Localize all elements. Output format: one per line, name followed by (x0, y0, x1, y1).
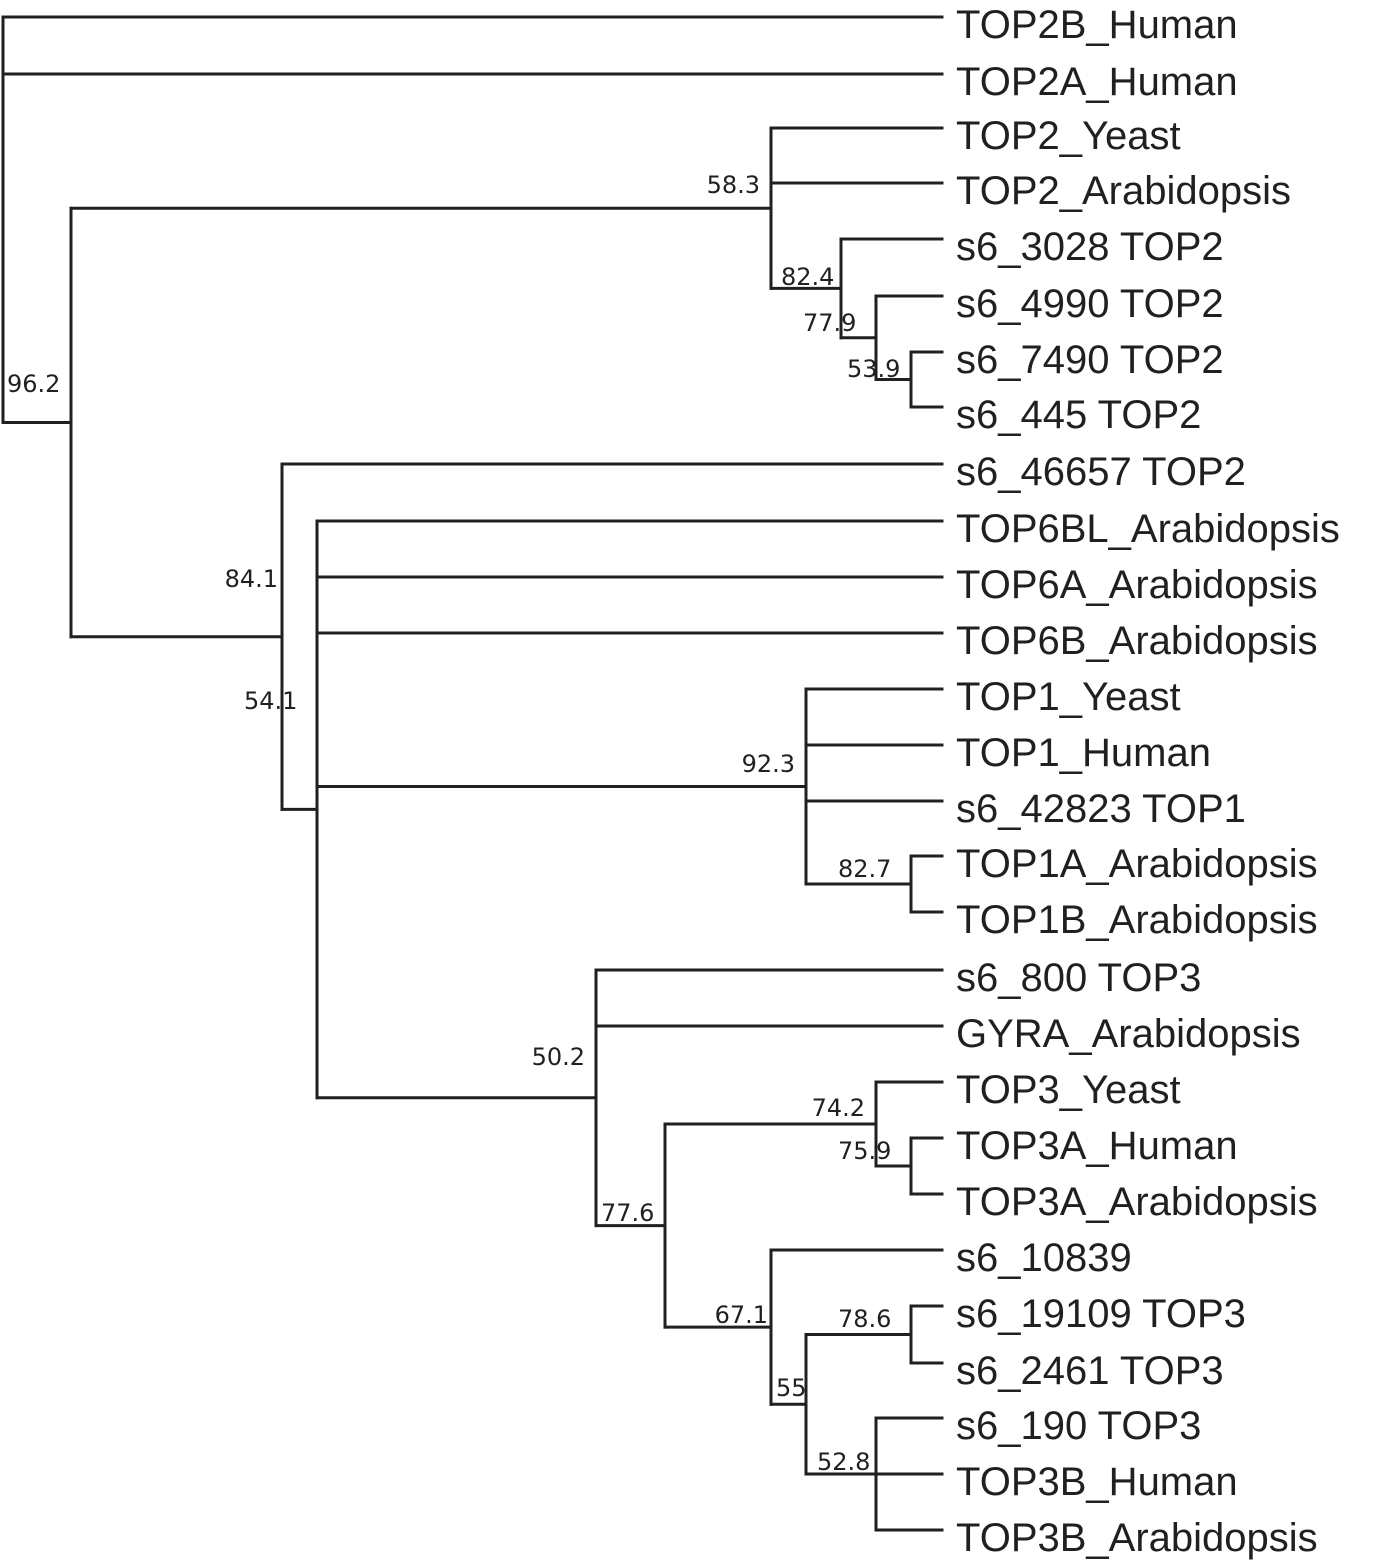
leaf-label: TOP1A_Arabidopsis (956, 842, 1318, 886)
leaf-label: s6_800 TOP3 (956, 956, 1201, 1000)
tree-branches (1, 15, 944, 1532)
leaf-label: TOP3_Yeast (956, 1068, 1181, 1112)
support-value: 77.6 (601, 1199, 654, 1227)
leaf-label: TOP3B_Human (956, 1460, 1238, 1504)
leaf-label: TOP1_Yeast (956, 675, 1181, 719)
leaf-label: s6_445 TOP2 (956, 393, 1201, 437)
support-value: 50.2 (532, 1043, 585, 1071)
support-value: 92.3 (742, 750, 795, 778)
support-value: 75.9 (838, 1137, 891, 1165)
support-value: 58.3 (707, 171, 760, 199)
leaf-label: TOP2B_Human (956, 3, 1238, 47)
leaf-label: TOP1B_Arabidopsis (956, 898, 1318, 942)
support-value: 84.1 (225, 565, 278, 593)
leaf-label: TOP6BL_Arabidopsis (956, 507, 1340, 551)
support-value: 53.9 (847, 355, 900, 383)
leaf-label: TOP3A_Arabidopsis (956, 1180, 1318, 1224)
leaf-label: s6_10839 (956, 1236, 1132, 1280)
support-values: 53.9 77.9 82.4 58.3 82.7 92.3 75.9 74.2 78.6 52.8… (7, 171, 900, 1476)
leaf-label: s6_4990 TOP2 (956, 282, 1224, 326)
leaf-label: TOP3A_Human (956, 1124, 1238, 1168)
leaf-label: TOP6B_Arabidopsis (956, 619, 1318, 663)
support-value: 82.4 (781, 263, 834, 291)
support-value: 55 (776, 1374, 807, 1402)
support-value: 52.8 (817, 1448, 870, 1476)
leaf-label: s6_2461 TOP3 (956, 1349, 1224, 1393)
leaf-label: s6_190 TOP3 (956, 1404, 1201, 1448)
leaf-label: GYRA_Arabidopsis (956, 1012, 1301, 1056)
leaf-label: TOP2_Arabidopsis (956, 169, 1291, 213)
support-value: 67.1 (715, 1301, 768, 1329)
support-value: 74.2 (812, 1094, 865, 1122)
leaf-label: s6_3028 TOP2 (956, 225, 1224, 269)
leaf-labels: TOP2B_HumanTOP2A_HumanTOP2_YeastTOP2_Ara… (956, 3, 1340, 1560)
leaf-label: s6_7490 TOP2 (956, 338, 1224, 382)
leaf-label: s6_46657 TOP2 (956, 450, 1246, 494)
leaf-label: TOP6A_Arabidopsis (956, 563, 1318, 607)
leaf-label: s6_42823 TOP1 (956, 787, 1246, 831)
support-value: 77.9 (803, 309, 856, 337)
support-value: 78.6 (838, 1305, 891, 1333)
leaf-label: TOP2_Yeast (956, 114, 1181, 158)
support-value: 54.1 (244, 687, 297, 715)
leaf-label: TOP3B_Arabidopsis (956, 1516, 1318, 1560)
leaf-label: s6_19109 TOP3 (956, 1292, 1246, 1336)
leaf-label: TOP1_Human (956, 731, 1211, 775)
support-value: 96.2 (7, 370, 60, 398)
support-value: 82.7 (838, 855, 891, 883)
leaf-label: TOP2A_Human (956, 60, 1238, 104)
